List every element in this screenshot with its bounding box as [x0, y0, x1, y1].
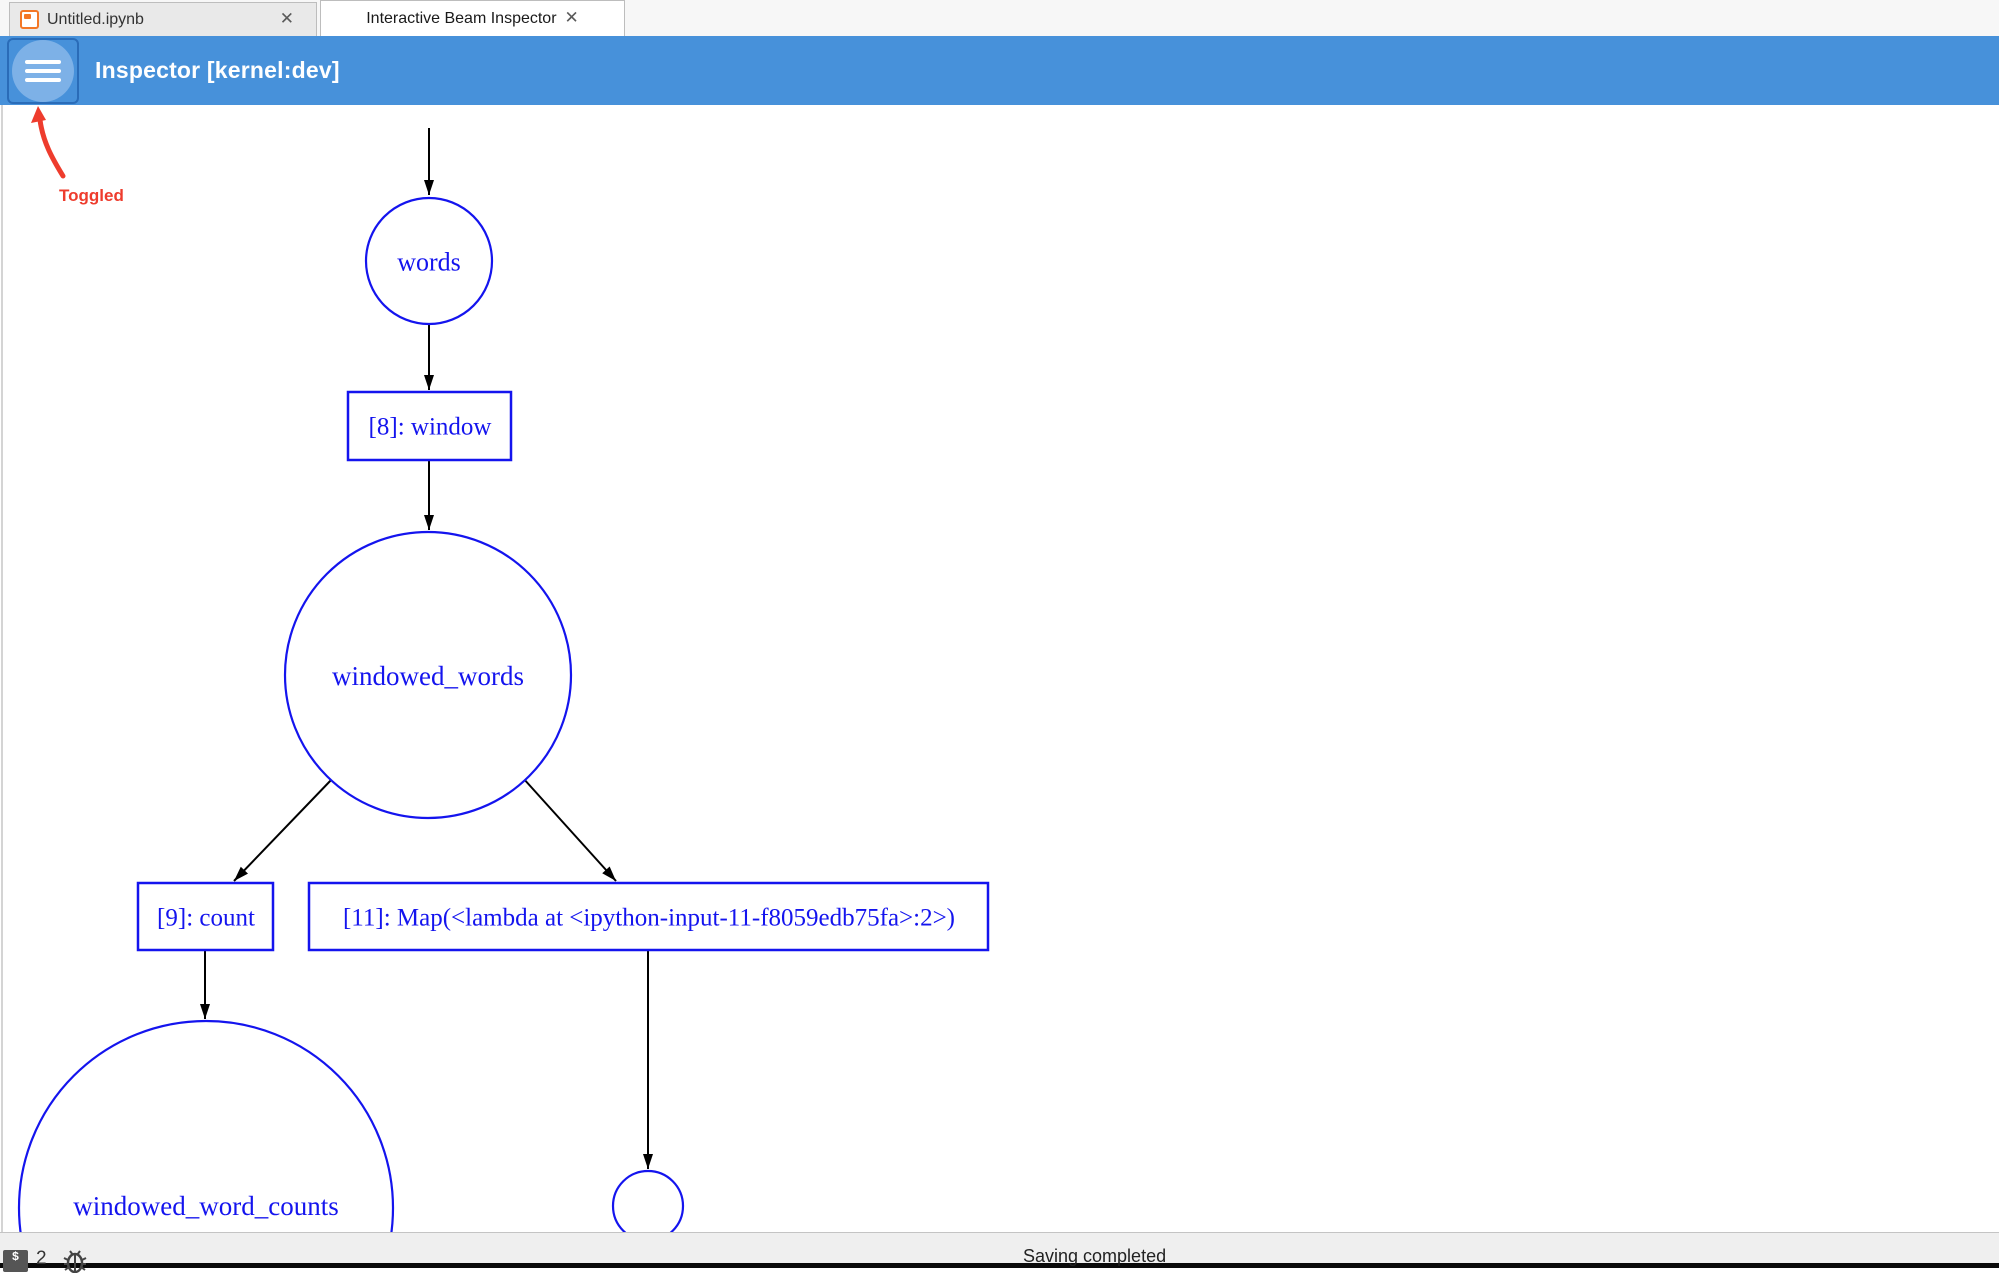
content-left-border: [1, 105, 3, 1232]
close-icon[interactable]: ✕: [279, 9, 294, 29]
node-window-label: [8]: window: [369, 414, 492, 441]
node-windowed-words-circle[interactable]: [283, 530, 573, 820]
annotation-arrow: [31, 106, 66, 179]
node-map-label: [11]: Map(<lambda at <ipython-input-11-f…: [343, 905, 955, 932]
annotation-toggled-label: Toggled: [59, 186, 124, 205]
terminal-icon[interactable]: $: [3, 1250, 28, 1272]
tab-bar: Untitled.ipynb ✕ Interactive Beam Inspec…: [0, 0, 1999, 36]
inspector-header: Inspector [kernel:dev]: [0, 36, 1999, 105]
edge-windowed-words-to-count: [233, 777, 334, 882]
bug-icon[interactable]: [62, 1249, 88, 1278]
notebook-icon: [20, 10, 39, 29]
status-message: Saving completed: [1023, 1246, 1167, 1266]
hamburger-icon: [12, 40, 74, 102]
node-windowed-word-counts-label: windowed_word_counts: [73, 1191, 338, 1221]
tab-label: Interactive Beam Inspector: [366, 9, 557, 27]
tab-untitled-notebook[interactable]: Untitled.ipynb ✕: [9, 2, 317, 36]
status-bar: $ 2 Saving completed: [0, 1232, 1999, 1274]
node-count-label: [9]: count: [157, 905, 255, 932]
node-windowed-word-counts-circle[interactable]: [17, 1019, 395, 1268]
node-count-rect[interactable]: [136, 881, 275, 952]
terminal-count: 2: [36, 1248, 47, 1269]
node-map-rect[interactable]: [307, 881, 990, 952]
page-title: Inspector [kernel:dev]: [95, 57, 340, 83]
node-words-circle[interactable]: [364, 196, 494, 326]
terminal-symbol: $: [11, 1250, 20, 1264]
node-output-circle[interactable]: [611, 1169, 685, 1243]
tab-label: Untitled.ipynb: [47, 10, 144, 28]
node-words-label: words: [397, 248, 461, 277]
tab-beam-inspector[interactable]: Interactive Beam Inspector ✕: [320, 0, 625, 36]
close-icon[interactable]: ✕: [564, 8, 579, 28]
edge-windowed-words-to-map: [522, 777, 617, 882]
menu-button[interactable]: [7, 38, 79, 104]
node-window-rect[interactable]: [346, 390, 513, 462]
node-windowed-words-label: windowed_words: [332, 661, 524, 691]
window-bottom-edge: [0, 1263, 1999, 1268]
